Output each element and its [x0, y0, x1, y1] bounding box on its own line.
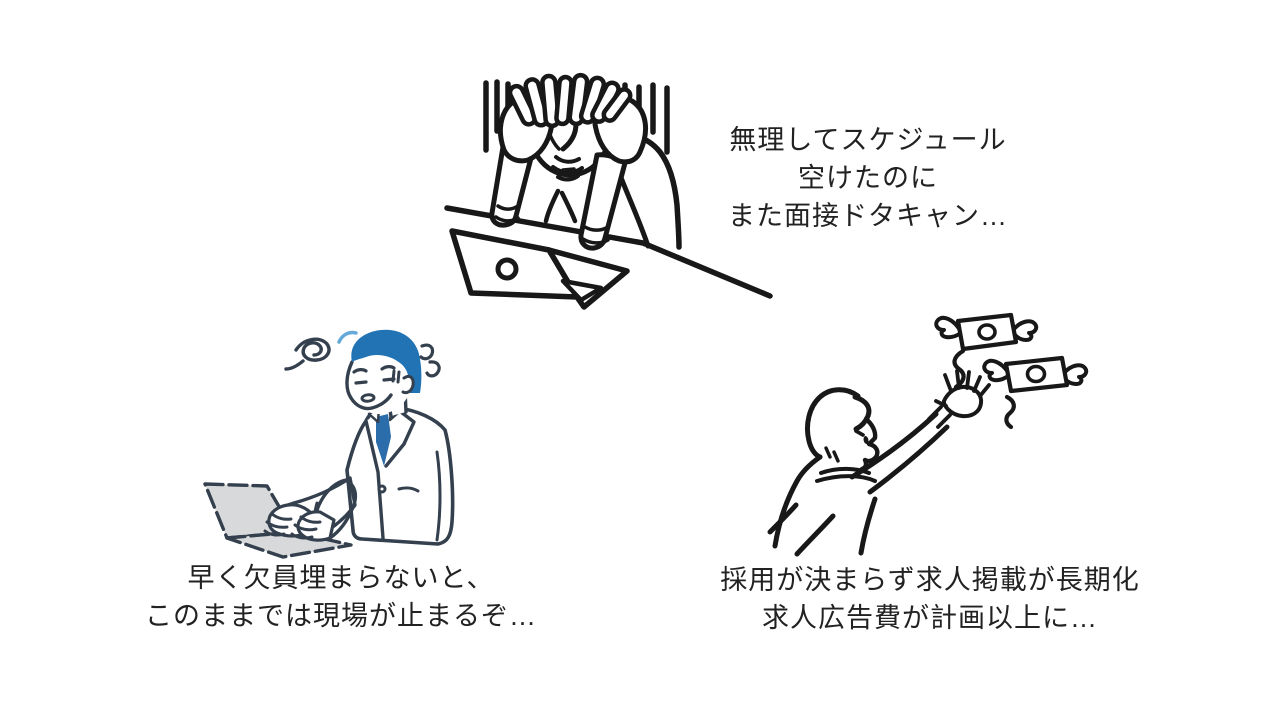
- caption-line: 採用が決まらず求人掲載が長期化: [720, 565, 1140, 595]
- caption-line: 空けたのに: [798, 163, 938, 193]
- collar-lines: [543, 188, 578, 224]
- caption-ad-cost-overrun: 採用が決まらず求人掲載が長期化 求人広告費が計画以上に…: [693, 561, 1167, 637]
- sweat-drops-icon: [419, 343, 441, 378]
- winged-money-bill: [934, 312, 1039, 352]
- caption-line: 求人広告費が計画以上に…: [762, 603, 1098, 633]
- worried-face: [345, 329, 422, 418]
- tie: [376, 414, 391, 466]
- caption-line: また面接ドタキャン…: [728, 201, 1008, 231]
- blue-hair: [351, 329, 422, 393]
- hands-on-head: [498, 72, 649, 165]
- laptop-icon: [449, 228, 630, 310]
- far-arm: [263, 476, 357, 538]
- caption-vacancy-pressure: 早く欠員埋まらないと、 このままでは現場が止まるぞ…: [118, 559, 564, 635]
- worried-businessman-typing-illustration: [203, 329, 455, 559]
- reaching-person: [767, 369, 991, 557]
- open-mouth-profile: [859, 416, 880, 472]
- near-arm: [290, 478, 358, 542]
- winged-money-bill: [982, 355, 1089, 394]
- stressed-person-head-in-hands-illustration: [444, 72, 773, 310]
- caption-line: 早く欠員埋まらないと、: [187, 563, 495, 593]
- reaching-hand: [934, 369, 991, 419]
- mouth: [360, 393, 376, 403]
- eye: [863, 436, 869, 444]
- suit-jacket: [345, 405, 455, 546]
- caption-line: このままでは現場が止まるぞ…: [145, 601, 537, 631]
- jacket-button: [377, 484, 387, 494]
- beard-and-mouth: [551, 155, 584, 182]
- hair-highlight-stroke: [337, 330, 358, 344]
- caption-line: 無理してスケジュール: [729, 125, 1007, 155]
- money-flying-away-illustration: [767, 312, 1089, 557]
- motion-squiggles: [952, 348, 1016, 430]
- annoyance-scribble-icon: [284, 337, 331, 371]
- caption-interview-cancellation: 無理してスケジュール 空けたのに また面接ドタキャン…: [700, 121, 1036, 235]
- ear: [401, 374, 415, 395]
